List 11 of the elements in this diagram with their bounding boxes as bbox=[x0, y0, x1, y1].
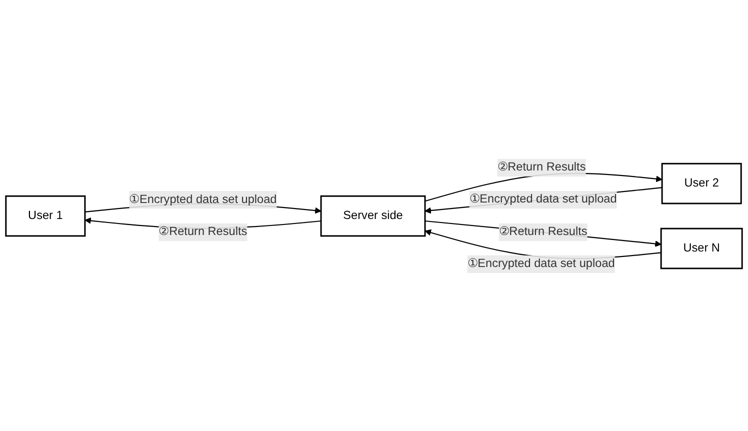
edge-label: ①Encrypted data set upload bbox=[469, 192, 617, 206]
node-box: Server side bbox=[320, 194, 426, 236]
edge-label: ②Return Results bbox=[497, 160, 586, 174]
edge-label: ①Encrypted data set upload bbox=[129, 192, 277, 206]
edge-label: ②Return Results bbox=[158, 225, 248, 238]
edge-label: ①Encrypted data set upload bbox=[467, 257, 615, 270]
node-box: User 1 bbox=[5, 194, 86, 236]
node-box: User 2 bbox=[661, 162, 742, 204]
node-box: User N bbox=[660, 227, 743, 269]
arrow bbox=[424, 220, 662, 246]
edge-label: ②Return Results bbox=[498, 225, 588, 238]
